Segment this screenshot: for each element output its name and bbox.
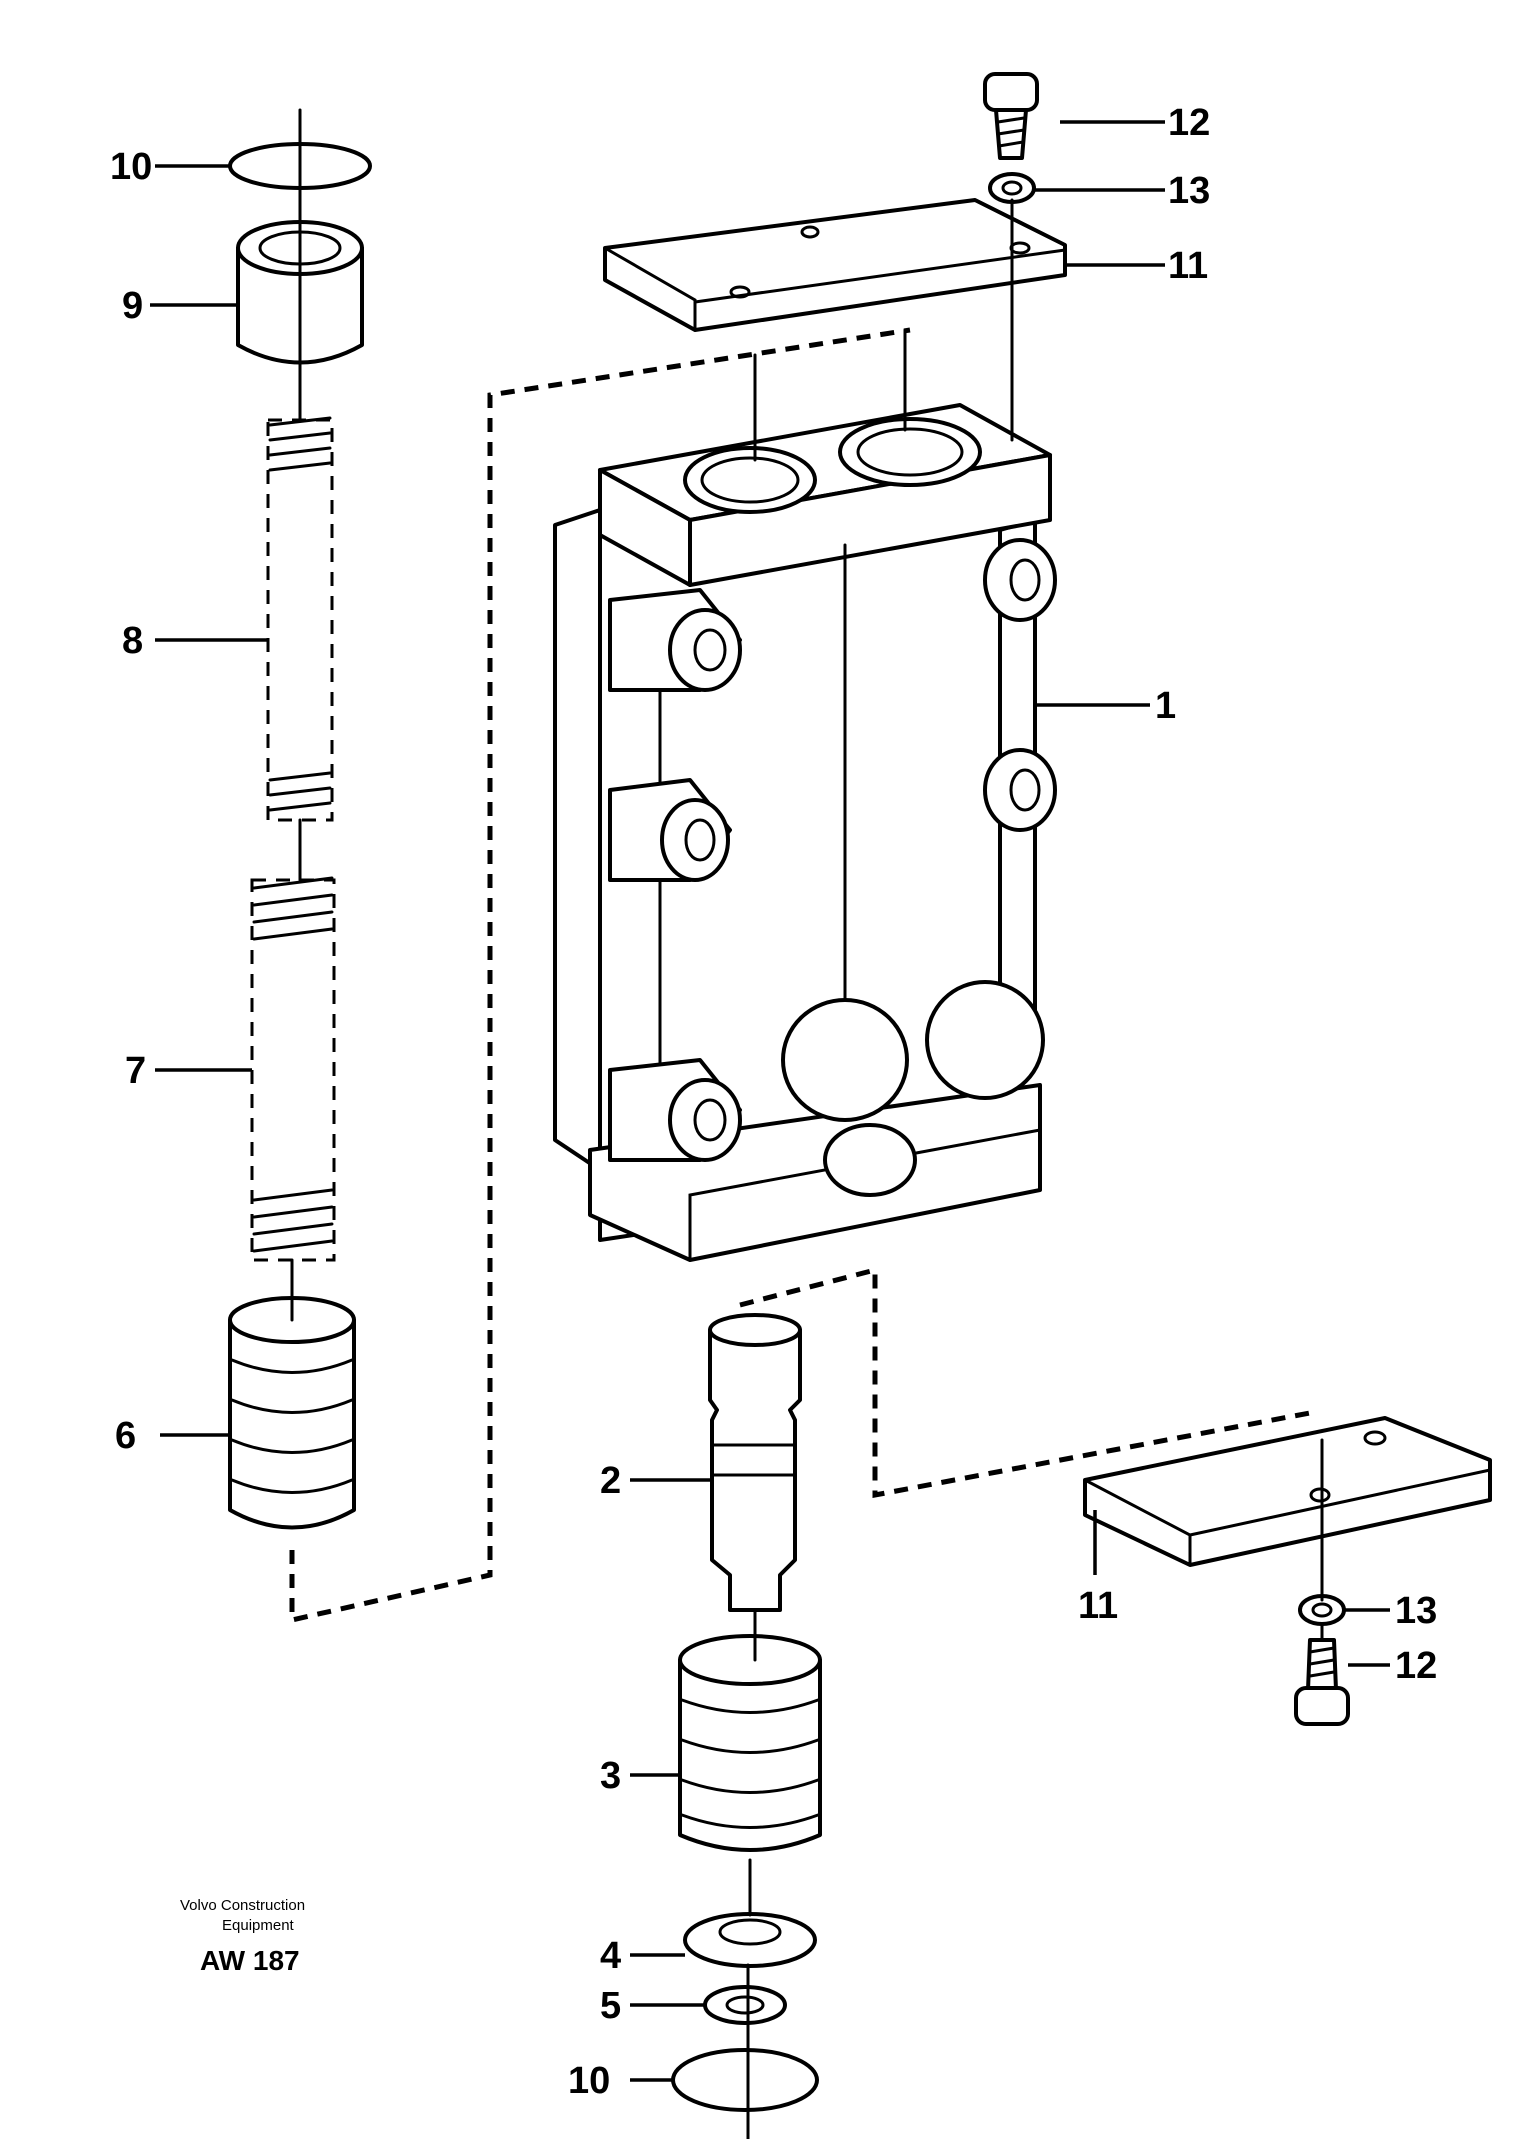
retainer-5 [703, 1985, 787, 2025]
valve-housing [553, 403, 1057, 1262]
drawing-caption: Volvo Construction Equipment AW 187 [180, 1897, 305, 1976]
callout-4: 4 [600, 1935, 621, 1977]
callout-10-bottom: 10 [568, 2060, 610, 2102]
callout-11-bottom: 11 [1078, 1585, 1118, 1627]
callout-12-top: 12 [1168, 102, 1210, 144]
o-ring-bottom [671, 2048, 819, 2112]
callout-5: 5 [600, 1985, 621, 2027]
drawing-code: AW 187 [200, 1945, 300, 1976]
cover-plate-top [603, 198, 1067, 332]
callout-labels: 1 2 3 4 5 6 7 8 9 10 10 11 11 12 12 13 1… [110, 102, 1437, 2102]
assembly-path-lines [289, 327, 1316, 1624]
spring-3 [678, 1634, 822, 1852]
screw-bottom [1294, 1638, 1350, 1726]
callout-9: 9 [122, 285, 143, 327]
spring-7 [250, 876, 336, 1262]
caption-line-2: Equipment [222, 1917, 295, 1934]
callout-11-top: 11 [1168, 245, 1208, 287]
callout-3: 3 [600, 1755, 621, 1797]
callout-7: 7 [125, 1050, 146, 1092]
callout-6: 6 [115, 1415, 136, 1457]
callout-13-bottom: 13 [1395, 1590, 1437, 1632]
callout-1: 1 [1155, 685, 1176, 727]
caption-line-1: Volvo Construction [180, 1897, 305, 1914]
assembly-axis-lines [290, 108, 1324, 2139]
washer-top [988, 172, 1036, 204]
spring-8 [266, 416, 334, 822]
screw-top [983, 72, 1039, 160]
bellows-6 [228, 1296, 356, 1530]
callout-13-top: 13 [1168, 170, 1210, 212]
leader-lines [150, 120, 1390, 2082]
callout-2: 2 [600, 1460, 621, 1502]
spring-seat-4 [683, 1912, 817, 1968]
cover-plate-bottom [1083, 1416, 1492, 1567]
callout-8: 8 [122, 620, 143, 662]
callout-10-top: 10 [110, 146, 152, 188]
callout-12-bottom: 12 [1395, 1645, 1437, 1687]
valve-plunger-2 [708, 1313, 802, 1612]
